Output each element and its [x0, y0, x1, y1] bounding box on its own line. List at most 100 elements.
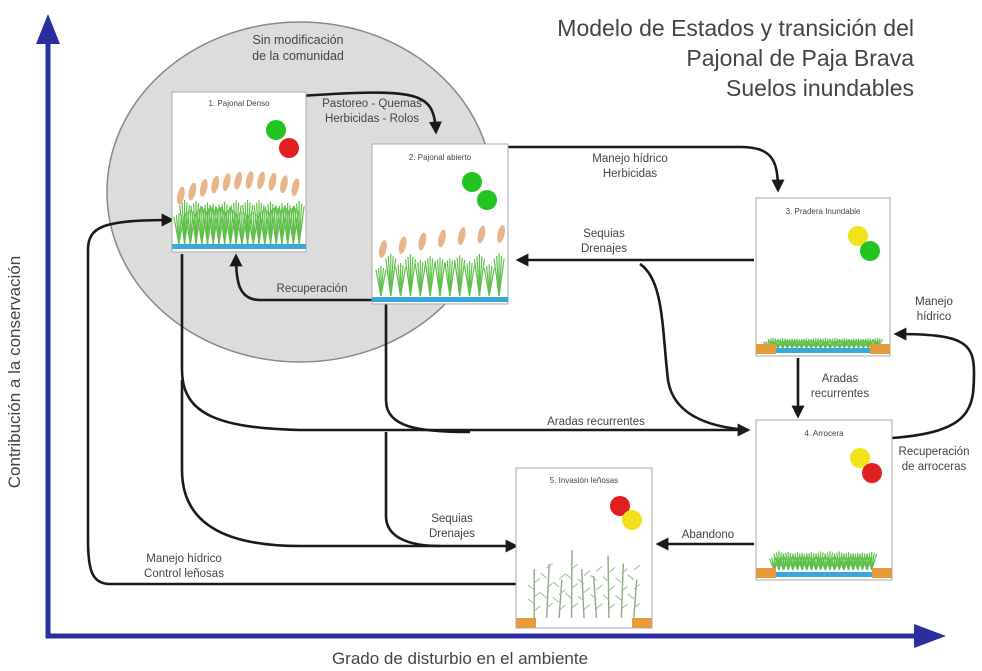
x-axis-arrowhead: [914, 624, 946, 648]
label-4-to-3-line-2: hídrico: [917, 311, 952, 323]
grass-blade: [478, 258, 485, 297]
shrub-branch: [558, 573, 566, 580]
state-1-label: 1. Pajonal Denso: [209, 99, 270, 108]
state-1-indicators: [266, 120, 299, 158]
axes: Contribución a la conservación Grado de …: [5, 14, 946, 668]
red-indicator-icon: [862, 463, 882, 483]
state-4-soil-right: [872, 568, 892, 578]
shrub-branch: [627, 593, 635, 600]
label-4-recovery-line-1: Recuperación: [899, 446, 970, 458]
label-1-to-2-line-1: Pastoreo - Quemas: [322, 98, 422, 110]
shrub-branch: [608, 567, 616, 573]
state-5-soil-right: [632, 618, 652, 628]
shrub-branch: [596, 584, 603, 591]
grass-plume: [245, 171, 254, 189]
shrub-branch: [565, 573, 572, 580]
label-to-5-line-1: Sequias: [431, 513, 473, 525]
state-3-soil-left: [756, 344, 776, 354]
grass-plume: [188, 182, 197, 201]
shrub-branch: [558, 589, 566, 596]
shrub-branch: [608, 603, 616, 610]
state-card-4: 4. Arrocera: [755, 419, 893, 581]
arrow-2-to-5: [384, 432, 441, 548]
yellow-indicator-icon: [622, 510, 642, 530]
shrub-branch: [602, 594, 610, 601]
grass-blade: [824, 338, 831, 349]
grass-plume: [222, 173, 231, 192]
state-4-soil-left: [756, 568, 776, 578]
grass-blade: [409, 259, 417, 297]
grass-plume: [291, 178, 300, 197]
grass-blade: [400, 266, 407, 297]
shrub-branch: [621, 603, 628, 610]
shrub-branch: [590, 575, 597, 581]
arrow-2-to-3: [508, 145, 785, 193]
title-line-3: Suelos inundables: [726, 75, 914, 101]
grass-plume: [418, 232, 427, 251]
group-label-line-2: de la comunidad: [252, 49, 344, 63]
grass-plume: [398, 236, 407, 255]
label-5-to-1-line-1: Manejo hídrico: [146, 553, 221, 565]
state-5-soil-left: [516, 618, 536, 628]
grass-plume: [257, 171, 265, 190]
shrub-branch: [583, 570, 591, 576]
state-3-frame: [755, 197, 891, 357]
yellow-indicator-icon: [848, 226, 868, 246]
state-3-soil-right: [870, 344, 890, 354]
grass-plume: [379, 240, 387, 258]
state-2-label: 2. Pajonal abierto: [409, 153, 472, 162]
label-3-to-2-line-1: Sequias: [583, 228, 625, 240]
shrub-branch: [590, 593, 597, 600]
label-4-to-5: Abandono: [682, 529, 734, 541]
state-1-water: [172, 244, 306, 249]
green-indicator-icon: [860, 241, 880, 261]
label-1-to-4: Aradas recurrentes: [547, 416, 645, 428]
red-indicator-icon: [279, 138, 299, 158]
arrow-3-merge-4: [639, 262, 749, 432]
grass-blade: [429, 260, 436, 297]
label-2-to-3-line-1: Manejo hídrico: [592, 153, 667, 165]
shrub-branch: [577, 595, 585, 602]
title-line-2: Pajonal de Paja Brava: [686, 45, 914, 71]
state-3-vegetation: [762, 337, 884, 349]
grass-blade: [419, 264, 426, 297]
arrow-1-to-2: [299, 91, 442, 135]
shrub-branch: [533, 591, 541, 598]
grass-blade: [488, 267, 495, 297]
shrub-branch: [552, 597, 560, 603]
diagram-title: Modelo de Estados y transición del Pajon…: [557, 15, 914, 101]
grass-blade: [498, 258, 505, 297]
green-indicator-icon: [266, 120, 286, 140]
state-5-vegetation: [527, 549, 641, 619]
label-5-to-1-line-2: Control leñosas: [144, 568, 224, 580]
arrow-2-to-4: [384, 304, 471, 434]
grass-plume: [280, 175, 288, 194]
shrub-stem: [545, 564, 550, 619]
shrub-branch: [527, 598, 535, 605]
arrow-4-to-3: [891, 327, 976, 440]
state-4-indicators: [850, 448, 882, 483]
label-2-to-1: Recuperación: [277, 283, 348, 295]
yellow-indicator-icon: [850, 448, 870, 468]
shrub-branch: [608, 585, 616, 592]
shrub-branch: [558, 604, 566, 611]
shrub-branch: [633, 583, 641, 590]
arrow-5-to-1: [86, 213, 516, 586]
group-label-line-1: Sin modificación: [252, 33, 343, 47]
state-4-water: [776, 572, 872, 577]
shrub-branch: [621, 586, 628, 592]
shrub-branch: [602, 576, 610, 582]
grass-plume: [268, 173, 277, 191]
state-5-label: 5. Invasión leñosas: [550, 476, 619, 485]
shrub-branch: [615, 594, 622, 601]
state-4-label: 4. Arrocera: [804, 429, 844, 438]
green-indicator-icon: [462, 172, 482, 192]
state-5-indicators: [610, 496, 642, 530]
shrub-branch: [596, 565, 603, 572]
transition-arrows: [86, 91, 976, 586]
shrub-branch: [527, 584, 535, 591]
shrub-branch: [533, 605, 541, 612]
grass-blade: [871, 553, 878, 571]
arrow-2-to-1: [229, 253, 372, 302]
label-to-5-line-2: Drenajes: [429, 528, 475, 540]
